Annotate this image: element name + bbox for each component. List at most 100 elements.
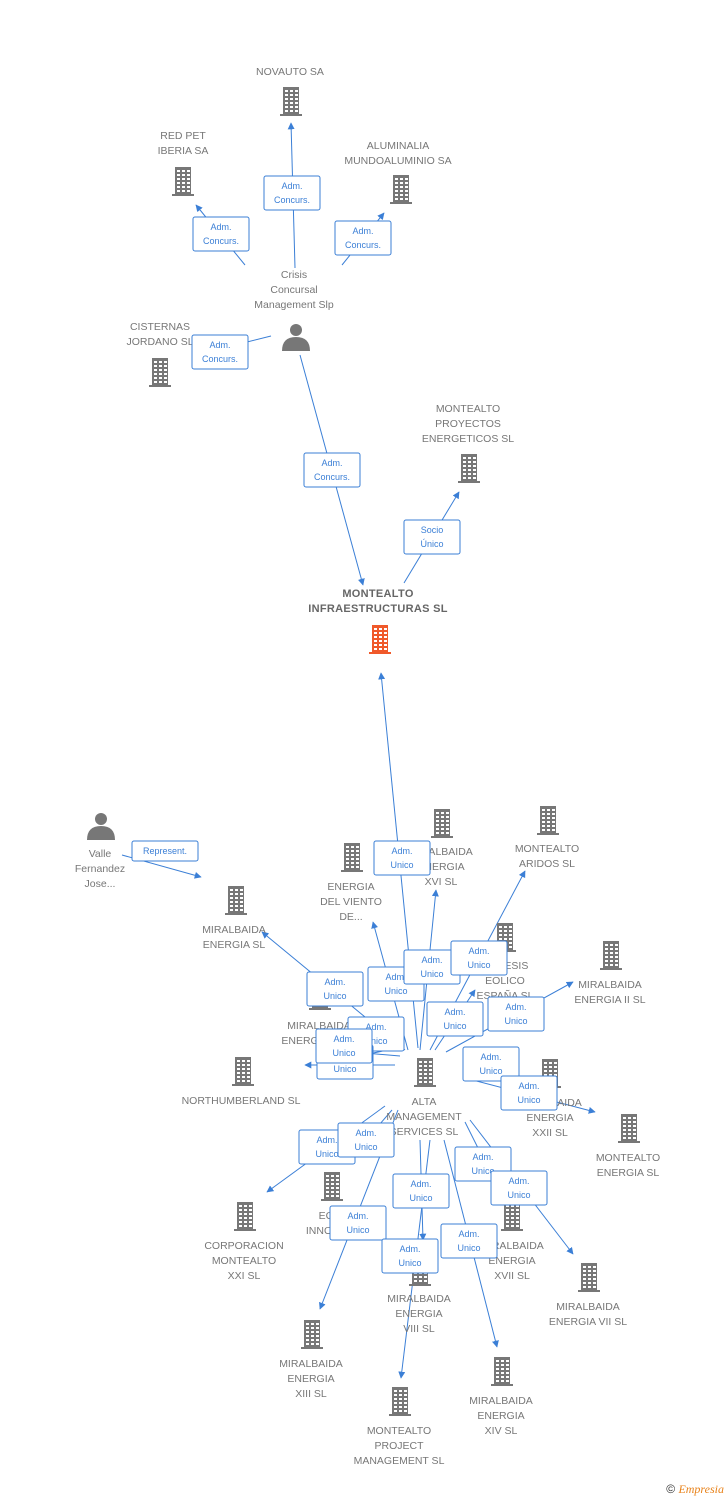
edge-label-box[interactable] — [392, 1173, 450, 1209]
edge-label[interactable]: Adm.Unico — [440, 1223, 498, 1259]
building-window — [177, 178, 180, 180]
building-window — [239, 1225, 242, 1227]
edge-label[interactable]: Adm.Unico — [462, 1046, 520, 1082]
node-valle[interactable]: ValleFernandezJose... — [75, 813, 125, 890]
building-window — [336, 1187, 339, 1189]
building-window — [610, 964, 613, 966]
edge-label[interactable]: Adm.Concurs. — [192, 216, 250, 252]
building-window — [336, 1191, 339, 1193]
edge-label[interactable]: Adm.Unico — [381, 1238, 439, 1274]
edge-label[interactable]: Adm.Unico — [329, 1205, 387, 1241]
brand-logo[interactable]: Empresia — [678, 1482, 724, 1496]
edge-label-box[interactable] — [487, 996, 545, 1032]
edge-label-box[interactable] — [490, 1170, 548, 1206]
edge-label-text: Concurs. — [203, 236, 239, 246]
building-window — [429, 1061, 432, 1063]
edge-label-box[interactable] — [263, 175, 321, 211]
person-body — [282, 337, 310, 351]
edge-label-box[interactable] — [500, 1075, 558, 1111]
edge-label-box[interactable] — [303, 452, 361, 488]
edge-label[interactable]: Adm.Unico — [337, 1122, 395, 1158]
building-window — [583, 1270, 586, 1272]
edge-label[interactable]: Represent. — [131, 840, 199, 862]
edge-label-text: Adm. — [324, 977, 345, 987]
edge-label-box[interactable] — [192, 216, 250, 252]
edge-label[interactable]: Adm.Unico — [426, 1001, 484, 1037]
edge-label-box[interactable] — [440, 1223, 498, 1259]
building-window — [506, 1364, 509, 1366]
building-window — [436, 812, 439, 814]
edge-label-box[interactable] — [450, 940, 508, 976]
building-window — [399, 1410, 402, 1412]
edge-label[interactable]: Adm.Unico — [487, 996, 545, 1032]
building-window — [414, 1276, 417, 1278]
building-window — [235, 897, 238, 899]
building-base — [578, 1290, 600, 1292]
edge-label-box[interactable] — [315, 1028, 373, 1064]
building-window — [554, 1070, 557, 1072]
edge-label[interactable]: Adm.Unico — [450, 940, 508, 976]
building-window — [473, 477, 476, 479]
building-window — [496, 1360, 499, 1362]
building-window — [419, 1077, 422, 1079]
building-window — [244, 1221, 247, 1223]
edge-label[interactable]: Adm.Concurs. — [334, 220, 392, 256]
edge-label[interactable]: Adm.Concurs. — [303, 452, 361, 488]
edge-label[interactable]: Adm.Unico — [500, 1075, 558, 1111]
edge-label-box[interactable] — [373, 840, 431, 876]
edge-label-box[interactable] — [381, 1238, 439, 1274]
edge-label-box[interactable] — [403, 519, 461, 555]
building-window — [610, 948, 613, 950]
edge-label[interactable]: Adm.Unico — [392, 1173, 450, 1209]
edge-label-box[interactable] — [131, 840, 199, 862]
edge-label-box[interactable] — [426, 1001, 484, 1037]
edge-label-text: Unico — [384, 986, 407, 996]
edge-label[interactable]: Adm.Unico — [315, 1028, 373, 1064]
building-window — [511, 1221, 514, 1223]
edge-label[interactable]: Adm.Concurs. — [191, 334, 249, 370]
edge-label[interactable]: Adm.Unico — [373, 840, 431, 876]
edge-label-box[interactable] — [191, 334, 249, 370]
building-window — [285, 90, 288, 92]
building-window — [588, 1266, 591, 1268]
building-window — [542, 813, 545, 815]
edge-label-box[interactable] — [334, 220, 392, 256]
building-window — [230, 909, 233, 911]
edge-label-box[interactable] — [462, 1046, 520, 1082]
building-window — [547, 817, 550, 819]
building-window — [405, 198, 408, 200]
edge-label-text: Adm. — [355, 1128, 376, 1138]
edge-label[interactable]: Adm.Unico — [306, 971, 364, 1007]
node-northumberland[interactable]: NORTHUMBERLAND SL — [182, 1057, 301, 1107]
node-novauto[interactable]: NOVAUTO SA — [256, 66, 324, 116]
building-window — [311, 1331, 314, 1333]
building-window — [605, 956, 608, 958]
edge-label-box[interactable] — [329, 1205, 387, 1241]
edge-label-box[interactable] — [337, 1122, 395, 1158]
building-window — [628, 1117, 631, 1119]
edge-label-box[interactable] — [306, 971, 364, 1007]
node-label: MONTEALTO — [367, 1425, 431, 1437]
edge-label[interactable]: Adm.Concurs. — [263, 175, 321, 211]
edge-label-text: Socio — [421, 525, 444, 535]
edge-label-text: Unico — [333, 1064, 356, 1074]
edge-label[interactable]: Adm.Unico — [490, 1170, 548, 1206]
